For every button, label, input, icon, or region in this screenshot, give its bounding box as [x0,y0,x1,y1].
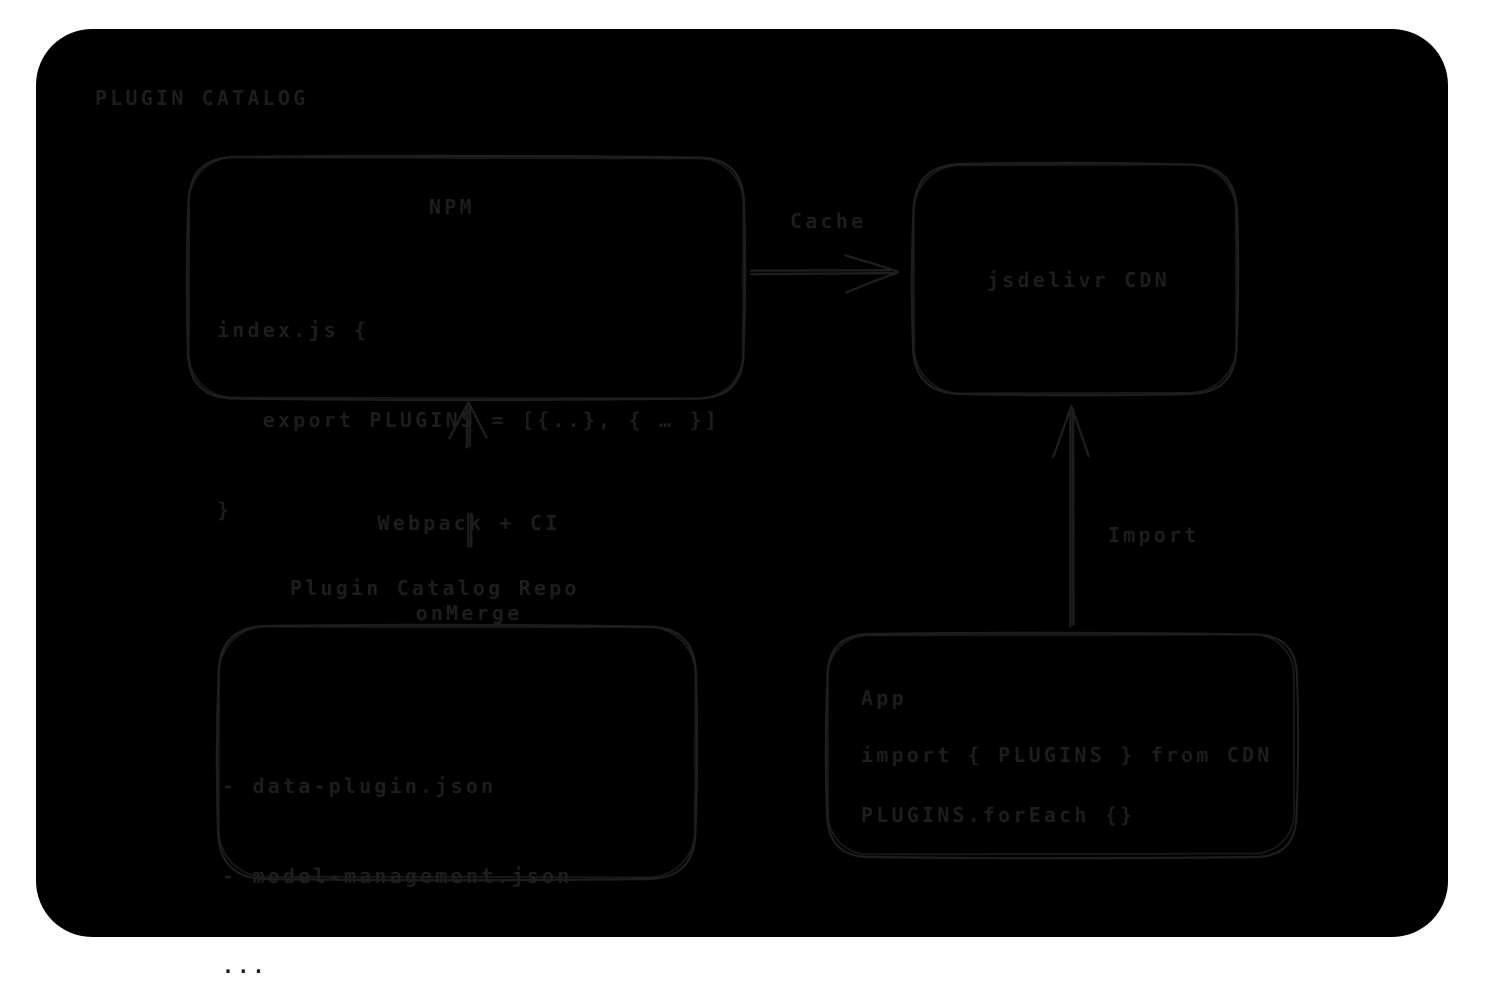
repo-file-item: - data-plugin.json [222,774,497,798]
npm-code-line: } [217,498,233,522]
import-arrow [1052,405,1090,628]
import-arrow-label: Import [1108,523,1200,547]
build-arrow-label-line: Webpack + CI [377,511,561,535]
cache-arrow [749,254,899,294]
npm-code-line: index.js { [217,318,370,342]
catalog-boundary-dashed-border [36,29,1448,937]
cache-arrow-label: Cache [790,209,867,233]
app-code-line: import { PLUGINS } from CDN [861,743,1273,767]
diagram-title: PLUGIN CATALOG [95,86,309,110]
cdn-box-label: jsdelivr CDN [987,268,1170,292]
repo-file-list: - data-plugin.json - model-management.js… [222,711,573,1002]
app-code-line: PLUGINS.forEach {} [861,803,1136,827]
app-box-title: App [861,686,907,710]
repo-file-item: ... [222,954,268,978]
repo-box-outline [215,623,699,882]
build-arrow-label-line: onMerge [415,601,523,625]
npm-code-block: index.js { export PLUGINS = [{..}, { … }… [217,255,720,585]
build-arrow [448,401,488,548]
repo-file-item: - model-management.json [222,864,573,888]
repo-box-title: Plugin Catalog Repo [290,576,580,600]
app-box-outline [824,631,1300,860]
npm-box-outline [185,154,747,402]
cdn-box-outline [910,161,1240,397]
build-arrow-label: Webpack + CI onMerge [339,448,599,688]
npm-code-line: export PLUGINS = [{..}, { … }] [217,408,720,432]
npm-box-title: NPM [429,195,475,219]
